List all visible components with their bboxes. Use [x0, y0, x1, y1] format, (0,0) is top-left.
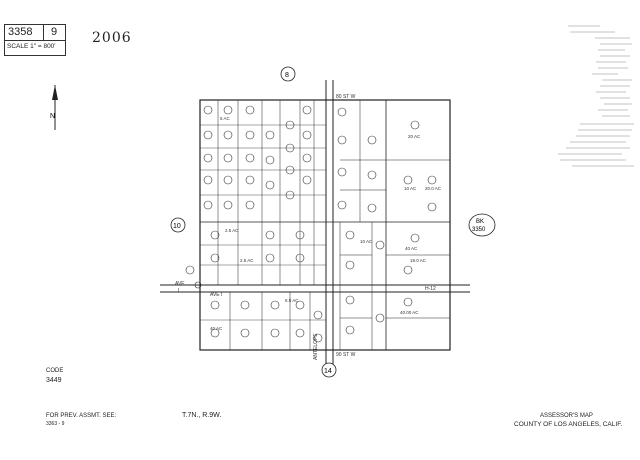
- acreage-k: 2.5 AC: [240, 258, 254, 263]
- north-arrow-icon: N: [50, 85, 58, 130]
- code-value: 3449: [46, 377, 62, 384]
- acreage-d: 5 AC: [220, 116, 231, 121]
- acreage-e: 2.5 AC: [225, 228, 239, 233]
- street-labels: AVE I H-12 AVE L 80 ST W 90 ST W ANTELOP…: [175, 94, 436, 360]
- north-street-label: 80 ST W: [336, 94, 356, 100]
- east-book-page: 3350: [472, 227, 486, 233]
- acreage-i: 5.0 AC: [285, 298, 299, 303]
- east-book-label: BK: [476, 219, 484, 225]
- acreage-l: 40 AC: [210, 326, 223, 331]
- township-range: T.7N., R.9W.: [182, 412, 222, 419]
- ave-l-label: AVE: [175, 281, 185, 287]
- acreage-f: 20.0 AC: [425, 186, 442, 191]
- south-page-circle: [321, 362, 337, 378]
- north-label: N: [50, 113, 55, 120]
- page-number: 9: [51, 26, 58, 38]
- parcel-grid: [160, 80, 470, 370]
- west-page-ref: 10: [173, 223, 181, 230]
- scale-text: SCALE 1" = 800': [7, 43, 56, 50]
- acreage-j: 19.0 AC: [410, 258, 427, 263]
- previous-assessment-ref: FOR PREV. ASSMT. SEE:: [46, 413, 117, 419]
- south-st-label: ANTELOPE: [313, 333, 319, 360]
- acreage-a: 20 AC: [408, 134, 421, 139]
- header-row: [5, 25, 65, 41]
- ave-l2-label: L: [178, 288, 181, 294]
- west-page-circle: [170, 217, 186, 233]
- ave-i-label: AVE I: [210, 292, 222, 298]
- assessor-map-label: ASSESSOR'S MAP: [540, 413, 593, 419]
- north-page-ref: 8: [285, 72, 289, 79]
- south-street-label: 90 ST W: [336, 352, 356, 358]
- north-page-circle: [280, 66, 296, 82]
- acreage-labels: 20 AC 10 AC 40 AC 5 AC 2.5 AC 20.0 AC 40…: [210, 116, 442, 331]
- county-label: COUNTY OF LOS ANGELES, CALIF.: [514, 421, 623, 428]
- previous-assessment-number: 3363 - 9: [46, 421, 65, 427]
- header-separator: [43, 25, 44, 41]
- acreage-c: 40 AC: [405, 246, 418, 251]
- acreage-b: 10 AC: [404, 186, 417, 191]
- acreage-g: 40.00 AC: [400, 310, 419, 315]
- code-label: CODE: [46, 368, 64, 374]
- legend-notes: [558, 25, 634, 167]
- book-number: 3358: [8, 26, 33, 38]
- book-page-header: 3358 9 SCALE 1" = 800': [4, 24, 66, 56]
- south-page-ref: 14: [324, 368, 332, 375]
- parcel-circles: [185, 105, 437, 343]
- acreage-h: 10 AC: [360, 239, 373, 244]
- page-refs: 8 10 14 BK 3350: [170, 66, 496, 378]
- map-year: 2006: [92, 30, 132, 46]
- h12-east-label: H-12: [425, 286, 436, 292]
- east-book-circle: [468, 213, 496, 237]
